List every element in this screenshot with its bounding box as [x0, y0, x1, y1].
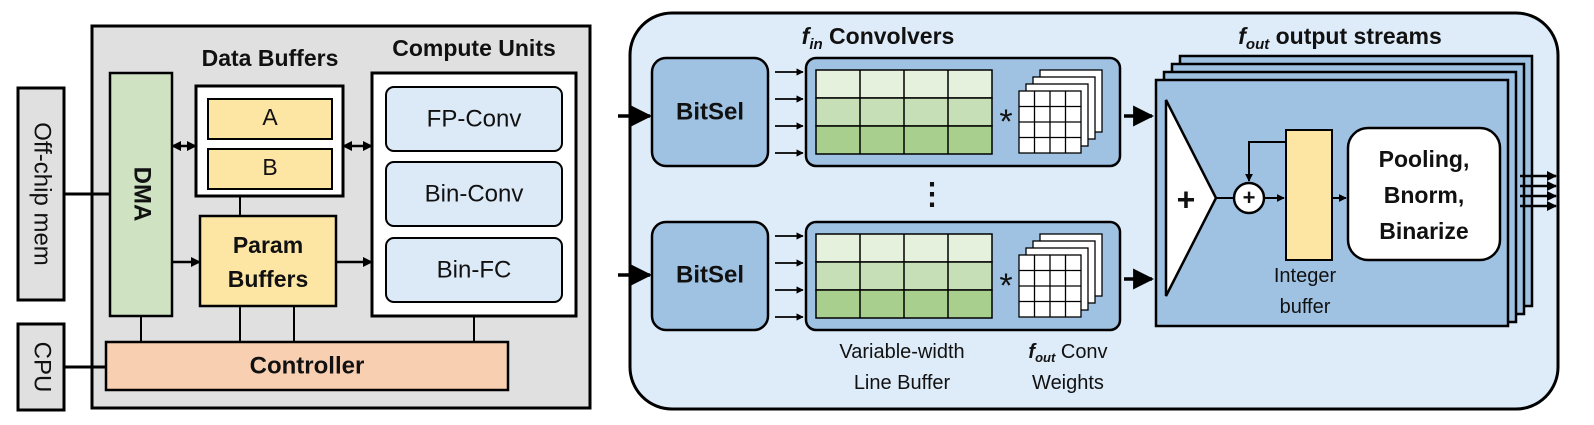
dma-block	[108, 71, 174, 318]
bitsel-to-buffer-arrows-bottom	[775, 232, 804, 321]
bin-fc-label: Bin-FC	[437, 256, 512, 283]
integer-buffer-block	[1285, 129, 1333, 261]
weight-stack-bottom	[1018, 233, 1103, 318]
offchip-mem-box	[16, 86, 66, 302]
output-streams-title: fout output streams	[1238, 23, 1442, 53]
bin-conv-block	[385, 161, 563, 227]
weight-stack-top	[1018, 69, 1103, 154]
pooling-label-line3: Binarize	[1379, 218, 1468, 244]
convolution-star-bottom: *	[999, 267, 1012, 305]
right-diagram: fin Convolvers fout output streams BitSe…	[618, 11, 1560, 411]
cpu-label: CPU	[29, 342, 56, 393]
line-buffer-label-line2: Line Buffer	[854, 372, 951, 394]
fp-conv-block	[385, 86, 563, 152]
param-buffers-line2: Buffers	[228, 266, 309, 292]
controller-label: Controller	[250, 352, 365, 379]
param-buffers-line1: Param	[233, 232, 303, 258]
cpu-box	[16, 322, 66, 412]
integer-buffer-label-line2: buffer	[1280, 296, 1331, 318]
pooling-label-line2: Bnorm,	[1384, 182, 1465, 208]
fp-conv-label: FP-Conv	[427, 105, 522, 132]
pooling-label-line1: Pooling,	[1379, 146, 1470, 172]
compute-units-title: Compute Units	[392, 35, 556, 61]
convolvers-title: fin Convolvers	[802, 23, 955, 53]
bitsel-label-bottom: BitSel	[676, 261, 744, 288]
bitsel-block-bottom	[650, 220, 770, 332]
buffer-b-block	[207, 148, 333, 190]
bitsel-block-top	[650, 56, 770, 168]
weights-label-line1: fout Conv	[1028, 341, 1107, 365]
bitsel-to-buffer-arrows-top	[775, 68, 804, 157]
bin-conv-label: Bin-Conv	[425, 180, 524, 207]
convolution-star-top: *	[999, 103, 1012, 141]
buffer-a-block	[207, 98, 333, 140]
buffer-b-label: B	[262, 154, 277, 180]
line-buffer-top	[815, 69, 993, 155]
accumulator-plus: +	[1243, 185, 1256, 210]
line-buffer-bottom	[815, 233, 993, 319]
data-buffers-title: Data Buffers	[202, 45, 339, 71]
controller-block	[104, 340, 510, 392]
pooling-block	[1346, 126, 1502, 262]
integer-buffer-label-line1: Integer	[1274, 265, 1337, 287]
weights-label-line2: Weights	[1032, 372, 1104, 394]
dma-label: DMA	[129, 167, 156, 222]
left-diagram: Off-chip mem CPU DMA Data Buffers A B Pa…	[16, 24, 592, 412]
convolver-ellipsis: ⋮	[917, 178, 947, 211]
line-buffer-label-line1: Variable-width	[839, 341, 964, 363]
bin-fc-block	[385, 237, 563, 303]
bitsel-label-top: BitSel	[676, 98, 744, 125]
buffer-a-label: A	[262, 104, 278, 130]
adder-tree-plus: +	[1177, 181, 1196, 217]
adder-tree-triangle	[1164, 99, 1218, 297]
param-buffers-block	[198, 214, 338, 308]
offchip-mem-label: Off-chip mem	[29, 122, 56, 266]
output-arrows	[1520, 171, 1557, 211]
